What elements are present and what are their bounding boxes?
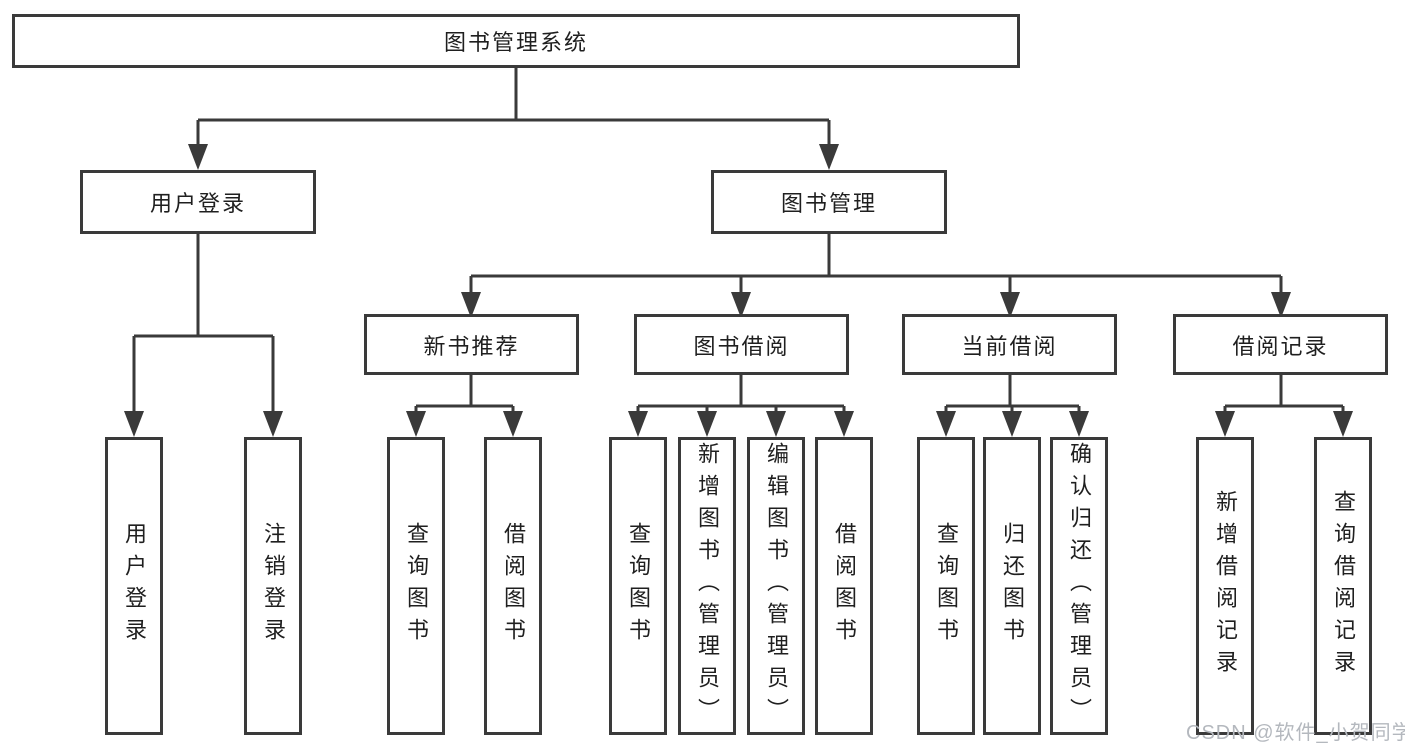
csdn-watermark: CSDN @软件_小贺同学 [1186,722,1405,744]
leaf-label: 新增借阅记录 [1213,490,1238,682]
node-label: 图书借阅 [693,333,790,359]
leaf-query-borrow-record: 查询借阅记录 [1314,437,1372,735]
node-current-borrow: 当前借阅 [902,314,1117,375]
leaf-label: 归还图书 [1000,522,1025,650]
arrowhead [1002,411,1022,437]
leaf-user-login: 用户登录 [105,437,163,735]
leaf-label: 查询图书 [934,522,959,650]
arrowhead [1271,292,1291,318]
arrowhead [188,144,208,170]
leaf-confirm-return-admin: 确认归还（管理员） [1050,437,1108,735]
connector-recommend-branch [414,375,515,415]
leaf-add-books-admin: 新增图书（管理员） [678,437,736,735]
leaf-label: 用户登录 [122,522,147,650]
leaf-add-borrow-record: 新增借阅记录 [1196,437,1254,735]
leaf-query-books-recommend: 查询图书 [387,437,445,735]
leaf-label: 查询借阅记录 [1331,490,1356,682]
leaf-label: 查询图书 [404,522,429,650]
node-label: 图书管理 [780,191,877,216]
node-borrow-records: 借阅记录 [1173,314,1388,375]
arrowhead [1000,292,1020,318]
arrowhead [731,292,751,318]
connector-login-branch [132,234,275,415]
node-label: 用户登录 [149,191,246,216]
arrowhead [834,411,854,437]
arrowhead [697,411,717,437]
arrowhead [1069,411,1089,437]
leaf-return-books: 归还图书 [983,437,1041,735]
node-library-system: 图书管理系统 [12,14,1020,68]
leaf-label: 注销登录 [261,522,286,650]
arrowhead [1215,411,1235,437]
arrowhead [461,292,481,318]
node-label: 图书管理系统 [443,30,588,55]
leaf-label: 确认归还（管理员） [1067,442,1092,730]
leaf-logout: 注销登录 [244,437,302,735]
arrowhead [124,411,144,437]
arrowheads [124,144,1353,437]
node-book-borrow: 图书借阅 [634,314,849,375]
node-book-management: 图书管理 [711,170,947,234]
node-label: 当前借阅 [961,333,1058,359]
leaf-edit-books-admin: 编辑图书（管理员） [747,437,805,735]
arrowhead [936,411,956,437]
connector-records-branch [1223,375,1345,415]
connector-current-branch [944,375,1081,415]
arrowhead [1333,411,1353,437]
arrowhead [263,411,283,437]
node-user-login: 用户登录 [80,170,316,234]
leaf-label: 查询图书 [626,522,651,650]
arrowhead [503,411,523,437]
arrowhead [819,144,839,170]
arrowhead [766,411,786,437]
leaf-borrow-books: 借阅图书 [815,437,873,735]
connector-root-branch [196,68,831,148]
leaf-query-books-current: 查询图书 [917,437,975,735]
connector-manage-branch [469,234,1283,296]
leaf-query-books-borrow: 查询图书 [609,437,667,735]
leaf-label: 借阅图书 [832,522,857,650]
arrowhead [628,411,648,437]
leaf-label: 编辑图书（管理员） [764,442,789,730]
node-label: 借阅记录 [1232,333,1329,359]
leaf-borrow-books-recommend: 借阅图书 [484,437,542,735]
leaf-label: 借阅图书 [501,522,526,650]
node-label: 新书推荐 [423,333,520,359]
connector-borrow-branch [636,375,846,415]
arrowhead [406,411,426,437]
node-new-book-recommend: 新书推荐 [364,314,579,375]
leaf-label: 新增图书（管理员） [695,442,720,730]
